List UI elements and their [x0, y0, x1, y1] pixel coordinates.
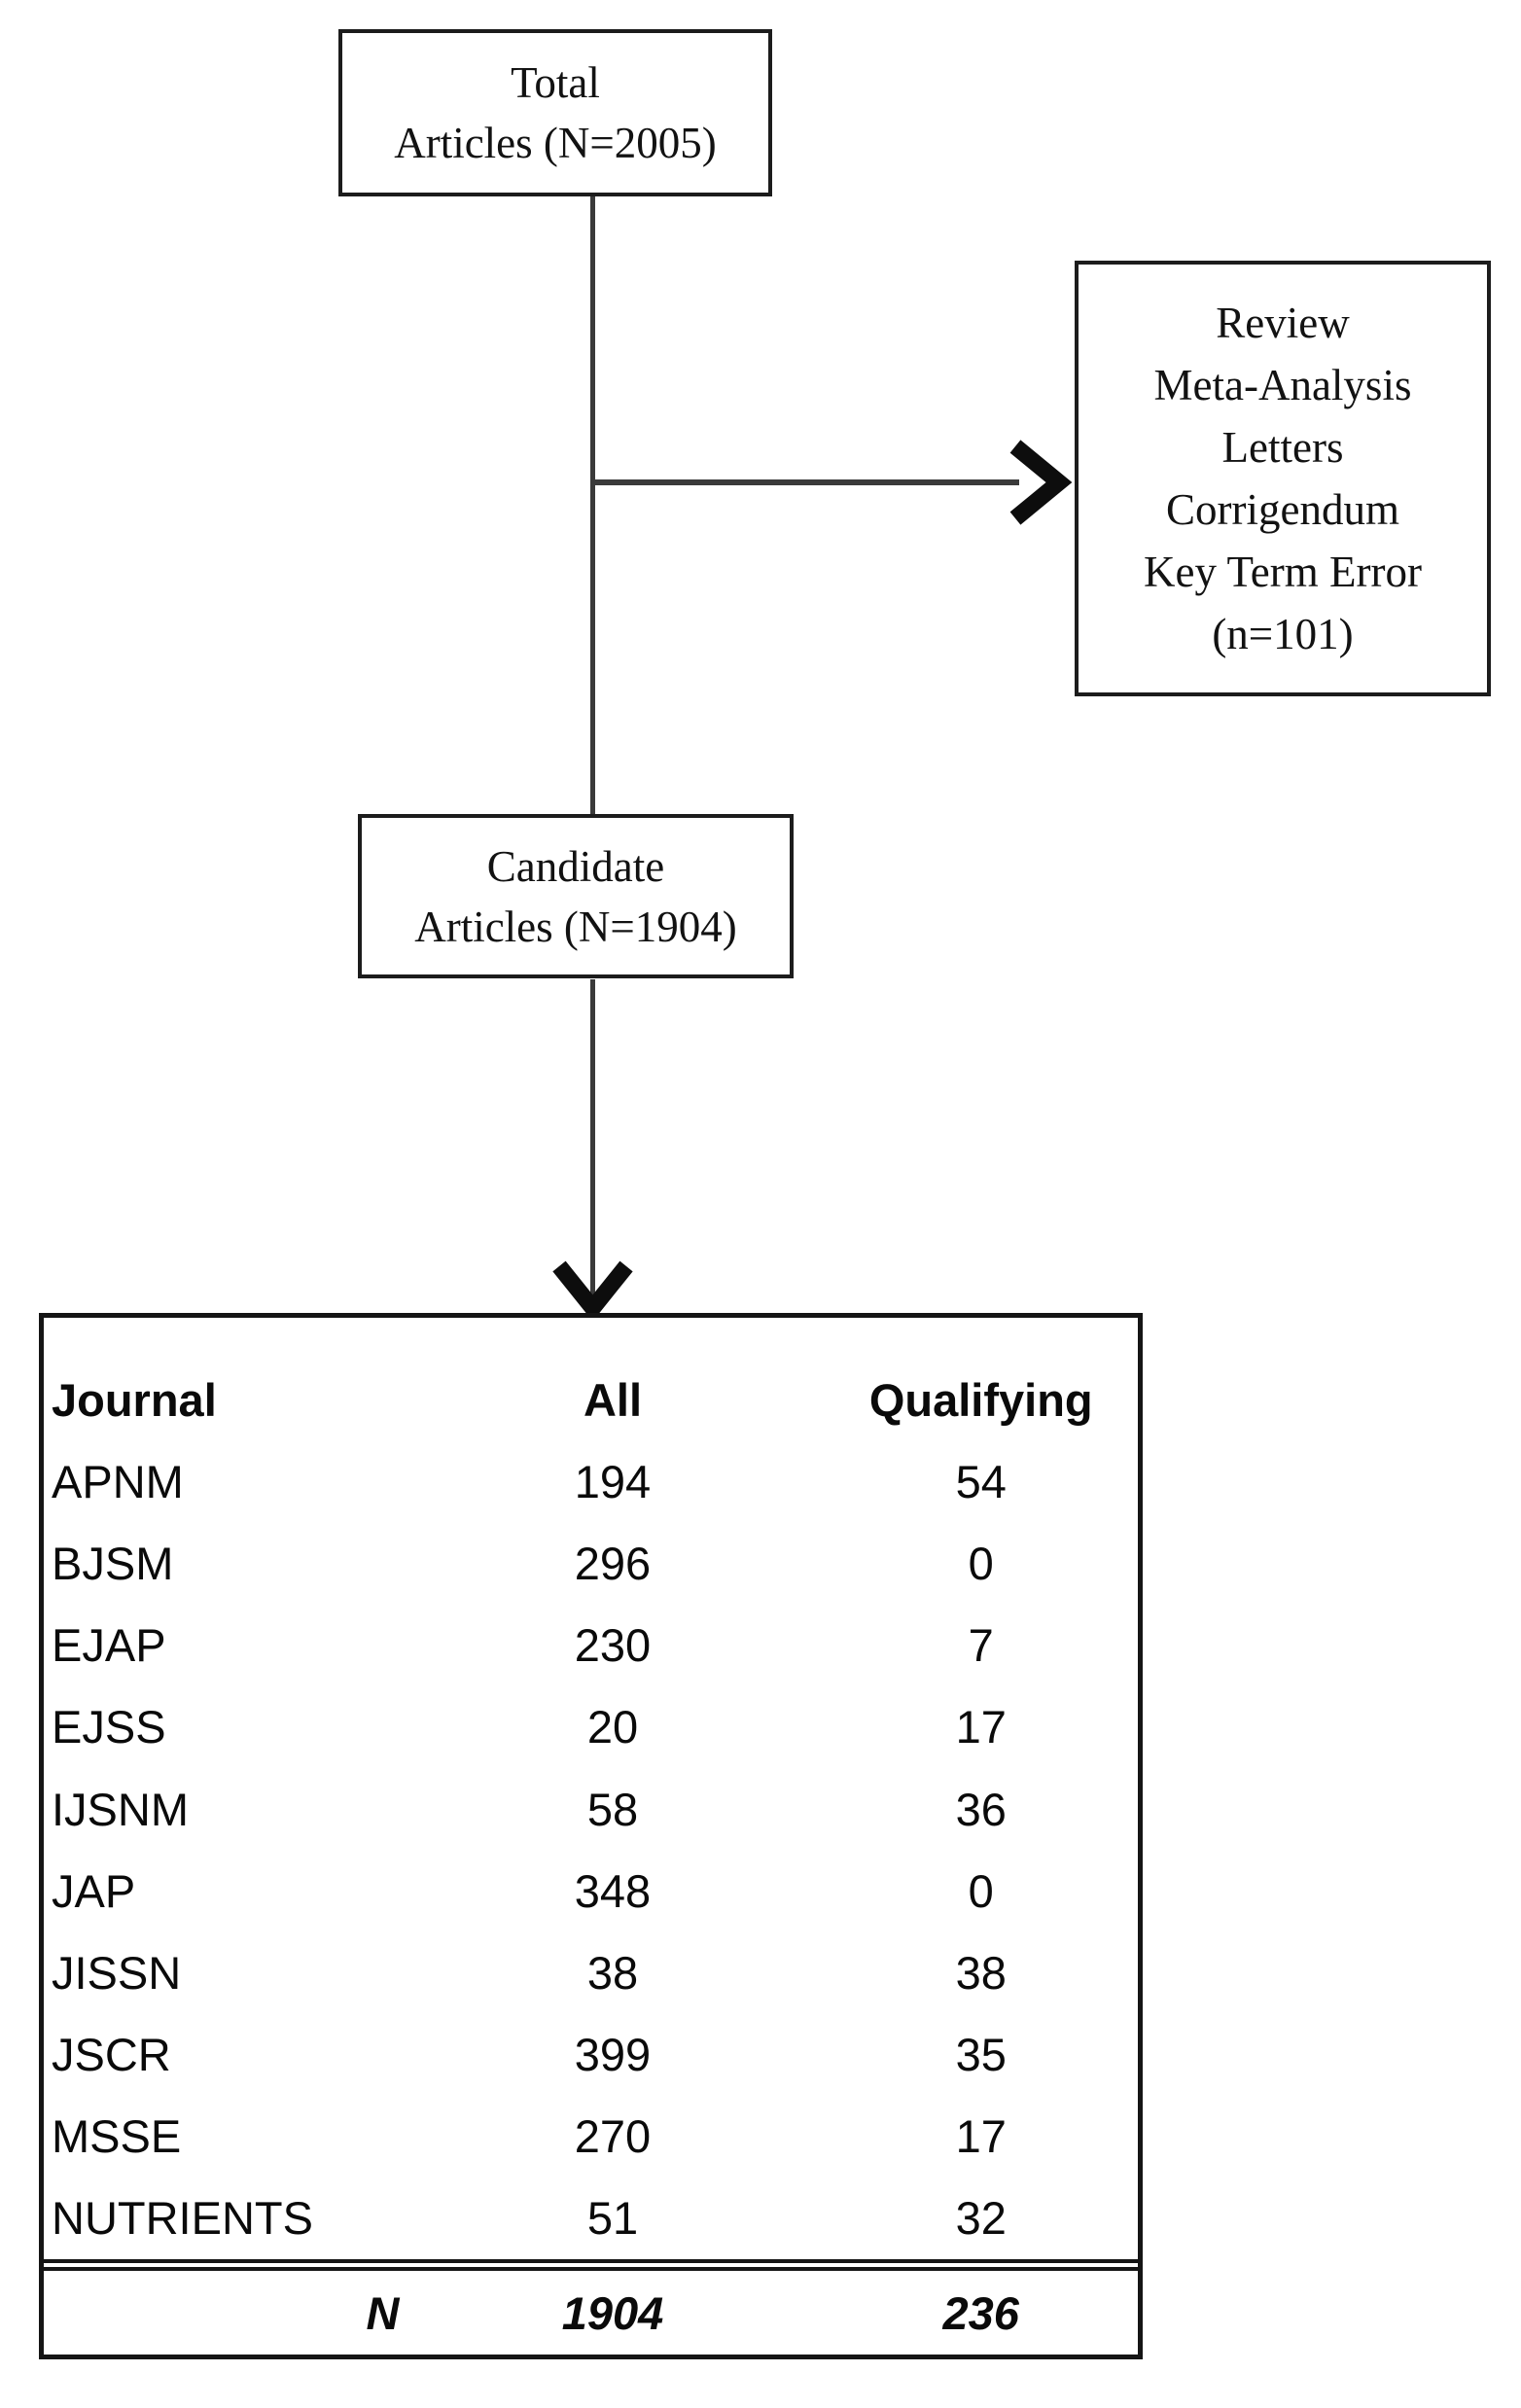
qualifying-cell: 0 [968, 1537, 994, 1589]
table-total-row: N 1904 236 [44, 2259, 1138, 2355]
qualifying-cell: 38 [955, 1946, 1007, 1999]
journal-cell: IJSNM [52, 1783, 189, 1835]
table-row: NUTRIENTS 51 32 [44, 2178, 1138, 2259]
all-cell: 296 [574, 1537, 652, 1589]
journal-cell: JSCR [52, 2029, 171, 2081]
excluded-articles-box: Review Meta-Analysis Letters Corrigendum… [1075, 261, 1491, 696]
all-cell: 230 [574, 1619, 652, 1672]
table-row: BJSM 296 0 [44, 1522, 1138, 1604]
journal-cell: MSSE [52, 2110, 182, 2163]
all-column-header: All [583, 1373, 643, 1426]
exclusion-line-1: Review [1216, 299, 1350, 347]
qualifying-cell: 32 [955, 2192, 1007, 2245]
journal-cell: APNM [52, 1455, 184, 1507]
all-cell: 38 [586, 1946, 639, 1999]
journal-cell: NUTRIENTS [52, 2192, 313, 2245]
journal-cell: EJSS [52, 1701, 166, 1753]
total-articles-line-1: Total [511, 58, 600, 107]
candidate-articles-line-1: Candidate [486, 841, 665, 891]
total-qualifying-value: 236 [942, 2286, 1019, 2339]
qualifying-cell: 17 [955, 2110, 1007, 2163]
exclusion-line-3: Letters [1221, 423, 1344, 472]
all-cell: 270 [574, 2110, 652, 2163]
qualifying-cell: 0 [968, 1864, 994, 1917]
right-arrowhead-icon [1009, 440, 1073, 525]
journal-column-header: Journal [52, 1373, 217, 1426]
journal-cell: JAP [52, 1864, 136, 1917]
table-header-row: Journal All Qualifying [44, 1359, 1138, 1440]
all-cell: 348 [574, 1864, 652, 1917]
journal-cell: JISSN [52, 1946, 182, 1999]
table-row: EJSS 20 17 [44, 1686, 1138, 1768]
total-all-value: 1904 [561, 2286, 664, 2339]
table-row: IJSNM 58 36 [44, 1768, 1138, 1850]
exclusion-line-2: Meta-Analysis [1153, 361, 1412, 409]
all-cell: 399 [574, 2029, 652, 2081]
table-row: JISSN 38 38 [44, 1931, 1138, 2013]
candidate-articles-box: Candidate Articles (N=1904) [358, 814, 794, 978]
table-row: JAP 348 0 [44, 1850, 1138, 1931]
qualifying-cell: 36 [955, 1783, 1007, 1835]
qualifying-cell: 7 [968, 1619, 994, 1672]
all-cell: 51 [586, 2192, 639, 2245]
qualifying-column-header: Qualifying [868, 1373, 1093, 1426]
total-articles-line-2: Articles (N=2005) [394, 119, 717, 167]
total-label: N [366, 2286, 400, 2339]
qualifying-cell: 54 [955, 1455, 1007, 1507]
down-arrowhead-icon [552, 1260, 633, 1322]
exclusion-line-5: Key Term Error [1144, 548, 1422, 596]
candidate-articles-line-2: Articles (N=1904) [414, 902, 737, 951]
table-row: MSSE 270 17 [44, 2096, 1138, 2178]
table-row: JSCR 399 35 [44, 2014, 1138, 2096]
journal-cell: EJAP [52, 1619, 166, 1672]
total-articles-box: Total Articles (N=2005) [338, 29, 772, 196]
all-cell: 20 [586, 1701, 639, 1753]
all-cell: 58 [586, 1783, 639, 1835]
exclusion-line-6: (n=101) [1212, 610, 1354, 658]
table-row: APNM 194 54 [44, 1440, 1138, 1522]
qualifying-cell: 17 [955, 1701, 1007, 1753]
exclusion-line-4: Corrigendum [1166, 485, 1399, 534]
journal-cell: BJSM [52, 1537, 174, 1589]
all-cell: 194 [574, 1455, 652, 1507]
table-row: EJAP 230 7 [44, 1605, 1138, 1686]
qualifying-cell: 35 [955, 2029, 1007, 2081]
